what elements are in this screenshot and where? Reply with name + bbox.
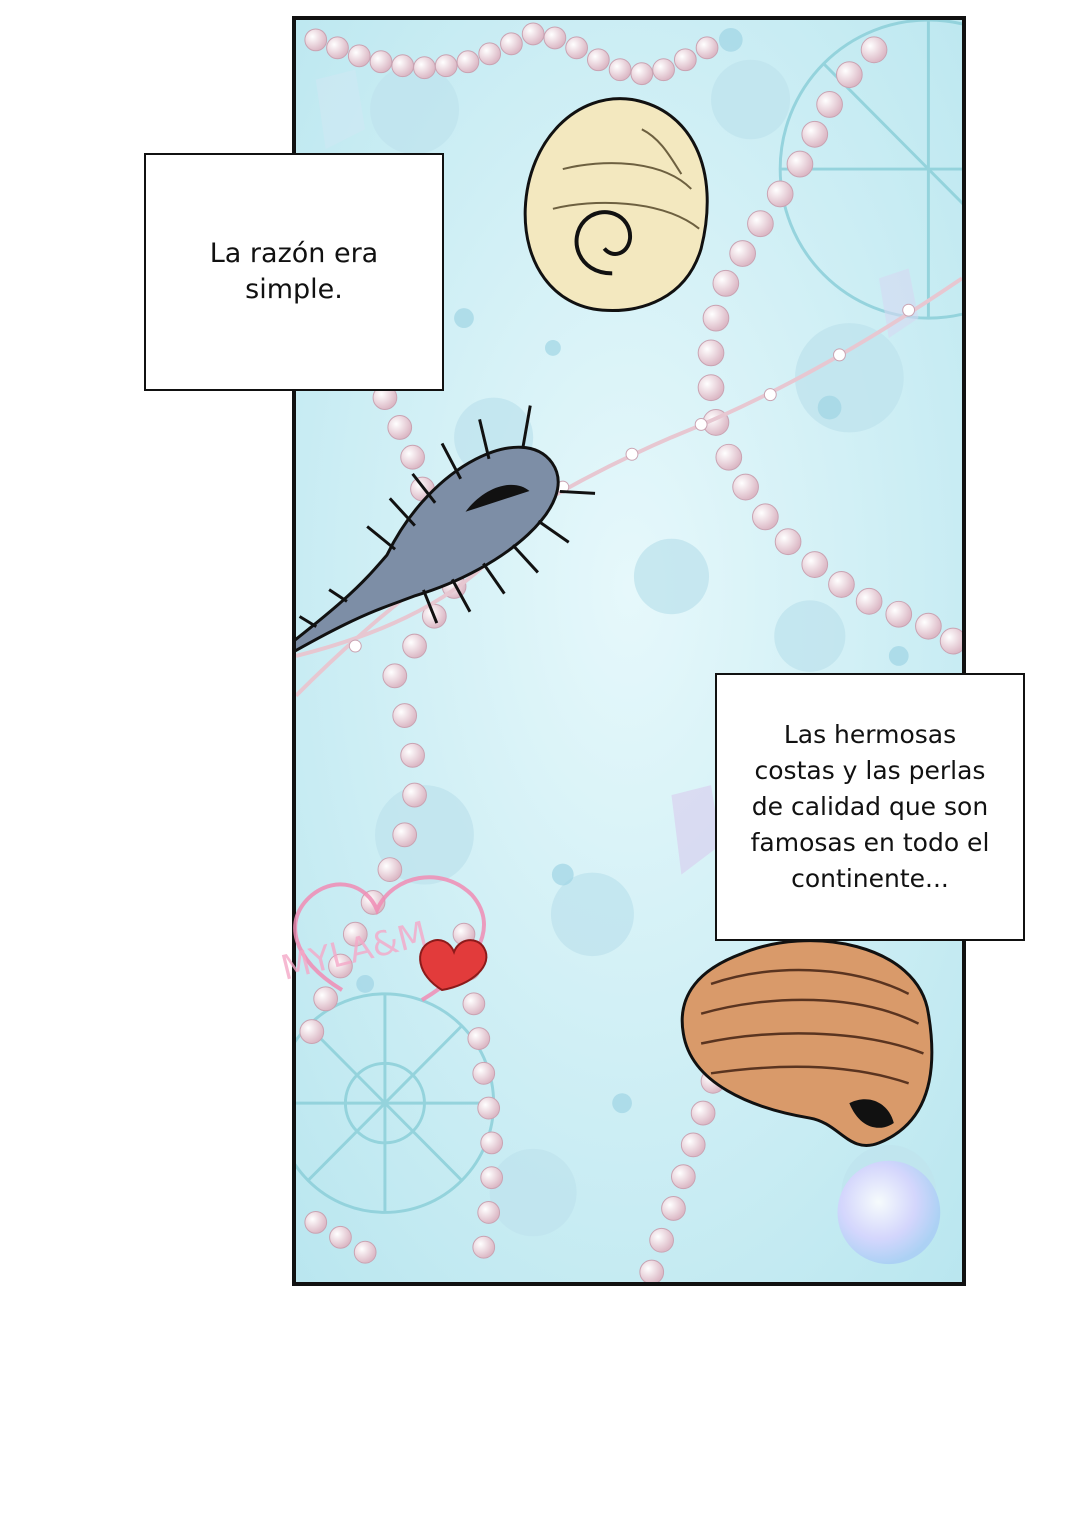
heart-outline-icon <box>293 875 486 1002</box>
caption-box-top-left: La razón era simple. <box>144 153 444 391</box>
brown-shell <box>680 939 934 1147</box>
cream-shell <box>523 97 709 313</box>
watermark: MYLA&M <box>272 850 542 1020</box>
caption-text-first: La razón era simple. <box>209 238 379 305</box>
watermark-text: MYLA&M <box>277 914 431 989</box>
caption-box-right: Las hermosas costas y las perlas de cali… <box>715 673 1025 941</box>
caption-text-second: Las hermosas costas y las perlas de cali… <box>750 720 990 893</box>
heart-icon <box>419 939 488 992</box>
watermark-logo: MYLA&M <box>277 875 488 1002</box>
spiny-shell <box>296 405 596 687</box>
